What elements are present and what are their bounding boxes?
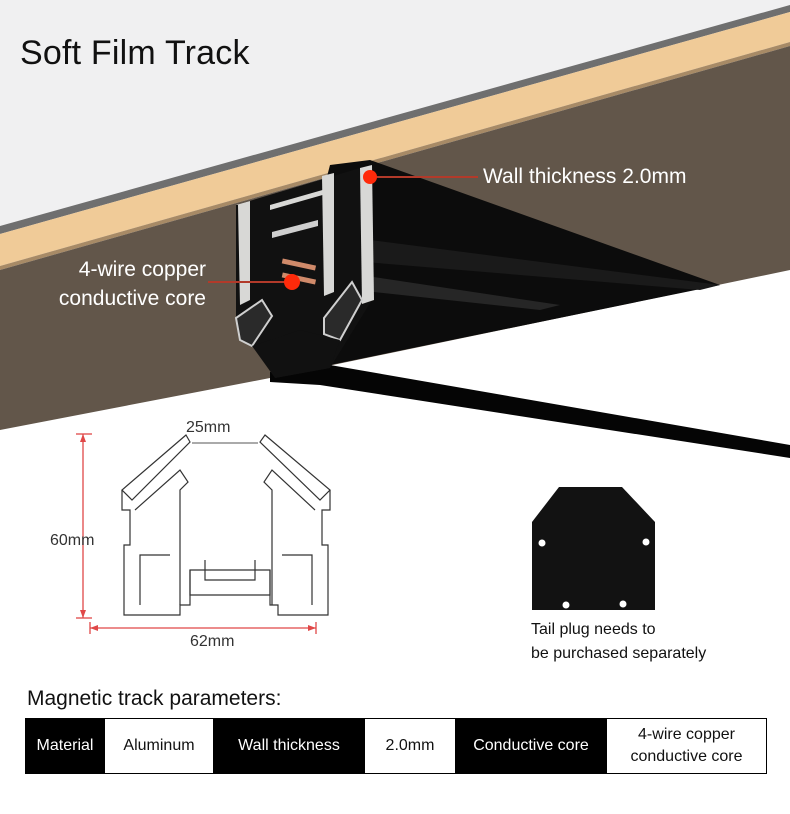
param-value-conductive-core-line1: 4-wire copper (638, 726, 735, 743)
tail-plug-note: Tail plug needs to be purchased separate… (531, 618, 706, 666)
track-illustration (0, 0, 790, 470)
tail-plug-note-line2: be purchased separately (531, 645, 707, 662)
ceiling-edge (0, 5, 790, 234)
parameters-table: Material Aluminum Wall thickness 2.0mm C… (25, 718, 767, 774)
profile-drawing (76, 433, 331, 634)
dimension-height: 60mm (50, 532, 95, 549)
wall-thickness-marker (363, 170, 377, 184)
param-value-conductive-core: 4-wire copper conductive core (606, 718, 767, 774)
parameters-row: Material Aluminum Wall thickness 2.0mm C… (25, 718, 767, 774)
copper-core-callout-line2: conductive core (58, 287, 206, 310)
copper-core-callout: 4-wire copper conductive core (38, 255, 206, 313)
wood-band (0, 12, 790, 266)
track-strip (270, 365, 790, 458)
param-key-conductive-core: Conductive core (455, 718, 607, 774)
tail-plug-note-line1: Tail plug needs to (531, 621, 656, 638)
dimension-width: 62mm (190, 633, 235, 650)
dimension-top-opening: 25mm (186, 419, 231, 436)
param-value-material: Aluminum (104, 718, 214, 774)
parameters-heading: Magnetic track parameters: (27, 687, 282, 710)
copper-core-callout-line1: 4-wire copper (78, 258, 206, 281)
param-key-wall-thickness: Wall thickness (213, 718, 365, 774)
tail-plug-image (532, 487, 655, 610)
page-title: Soft Film Track (20, 34, 250, 72)
param-value-conductive-core-line2: conductive core (630, 748, 743, 765)
param-key-material: Material (25, 718, 105, 774)
copper-core-marker (284, 274, 300, 290)
param-value-wall-thickness: 2.0mm (364, 718, 456, 774)
wall-thickness-callout: Wall thickness 2.0mm (483, 165, 687, 188)
